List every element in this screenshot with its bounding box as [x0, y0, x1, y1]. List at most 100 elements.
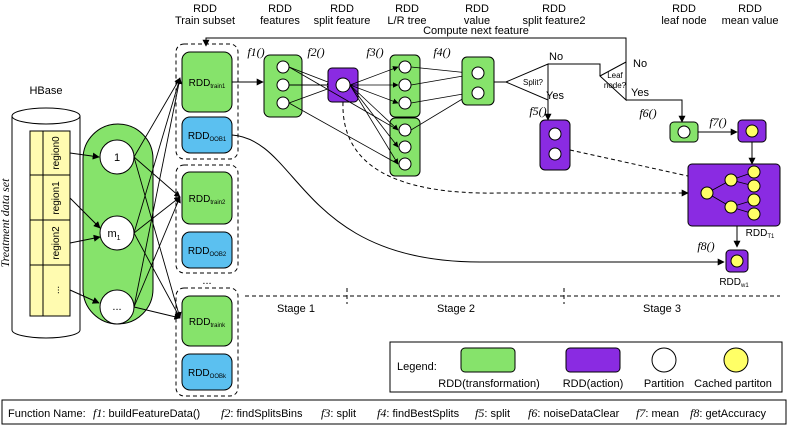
leaf-yes-label: Yes [631, 87, 649, 99]
rdd-train2-label: RDDtrain2 [189, 194, 226, 206]
fn-8-code: f8 [690, 406, 699, 420]
function-names-row: Function Name: f1: buildFeatureData() f2… [8, 406, 766, 420]
header-train-subset-l2: Train subset [175, 15, 235, 27]
f6-label: f6() [639, 106, 656, 120]
fn-2-name: : findSplitsBins [230, 408, 303, 420]
rdd-group-2 [175, 164, 239, 274]
header-train-subset-l1: RDD [193, 3, 217, 15]
rdd-traink-label: RDDtraink [189, 317, 226, 329]
rdd-subset-column: RDDtrain1 RDDOOB1 RDDtrain2 RDDOOB2 ... … [175, 43, 239, 397]
fn-4-code: f4 [377, 406, 386, 420]
rdd-oobk-sub: OOBk [210, 374, 227, 380]
legend-item-transformation: RDD(transformation) [438, 378, 539, 390]
hbase-store: HBase region0 region1 region2 ... Treatm… [0, 85, 81, 339]
partition-ellipsis-label: ... [112, 301, 121, 313]
legend-title: Legend: [397, 361, 437, 373]
leaf-no-label: No [633, 58, 647, 70]
fn-6-name: : noiseDataClear [537, 408, 619, 420]
header-features-l1: RDD [268, 3, 292, 15]
legend-swatch-transformation [460, 347, 516, 373]
hbase-region-1: region1 [51, 181, 62, 215]
rdd-accuracy-main: RDD [719, 277, 741, 288]
header-split-feature-l1: RDD [330, 3, 354, 15]
rdd-traink-main: RDD [189, 317, 211, 328]
rdd-mean-value [737, 119, 767, 143]
split-yes-label: Yes [546, 90, 564, 102]
leaf-yes-path [626, 99, 686, 123]
rdd-train2-sub: train2 [210, 200, 226, 206]
fn-5-name: : split [484, 408, 510, 420]
split-decision [504, 63, 549, 101]
function-names-label: Function Name: [8, 408, 86, 420]
fn-5-code: f5 [475, 406, 484, 420]
partition-m1-label: m1 [107, 228, 120, 242]
rdd-tree-sub: T1 [767, 234, 775, 240]
rdd-oob2-sub: OOB2 [209, 252, 226, 258]
leaf-decision [599, 61, 627, 102]
legend-item-cached: Cached partiton [694, 378, 772, 390]
rdd-train1-main: RDD [189, 78, 211, 89]
f8-label: f8() [697, 239, 714, 253]
rdd-accuracy-sub: w1 [740, 283, 749, 289]
stage-3-label: Stage 3 [643, 303, 681, 315]
rdd-features [263, 54, 303, 118]
rdd-split-feature2 [539, 119, 571, 171]
leaf-question-l2: node? [604, 81, 627, 90]
partition-to-rdd-arrows [133, 77, 182, 320]
hbase-region-0: region0 [51, 136, 62, 170]
fn-3-name: : split [330, 408, 356, 420]
rdd-train2-box [181, 171, 233, 225]
rdd-oob2-box [181, 231, 233, 269]
stage-1-label: Stage 1 [277, 303, 315, 315]
hbase-label: HBase [29, 85, 62, 97]
legend-swatch-action [565, 347, 621, 373]
fn-7-code: f7 [636, 406, 646, 420]
legend-item-partition: Partition [644, 378, 684, 390]
leaf-question-l1: Leaf [607, 71, 623, 80]
rdd-oobk-main: RDD [188, 368, 210, 379]
header-mean-value-l1: RDD [738, 3, 762, 15]
header-split-feature2-l1: RDD [542, 3, 566, 15]
rdd-accuracy-label: RDDw1 [719, 277, 749, 289]
f7-label: f7() [709, 115, 726, 129]
function-names-footer: Function Name: f1: buildFeatureData() f2… [1, 399, 787, 425]
hbase-side-label: Treatment data set [0, 178, 12, 268]
rdd-train2-main: RDD [189, 194, 211, 205]
f3-label: f3() [366, 45, 383, 59]
f4-label: f4() [433, 45, 450, 59]
fn-1-name: : buildFeatureData() [102, 408, 200, 420]
hbase-regions: region0 region1 region2 ... [29, 130, 71, 317]
legend-item-action: RDD(action) [563, 378, 624, 390]
rdd-oob2-label: RDDOOB2 [188, 246, 227, 258]
rdd-train1-sub: train1 [210, 84, 226, 90]
partition-1-label: 1 [114, 152, 120, 164]
split-question: Split? [523, 78, 544, 87]
rdd-ellipsis: ... [202, 275, 211, 287]
partition-m1-sub: 1 [117, 235, 121, 242]
header-value-l2: value [464, 15, 490, 27]
partition-m1-main: m [107, 228, 116, 240]
hbase-to-partition-arrows [69, 152, 101, 304]
header-leaf-node-l1: RDD [672, 3, 696, 15]
rdd-oobk-box [181, 353, 233, 391]
rdd-oob2-main: RDD [188, 246, 210, 257]
rdd-oob1-sub: OOB1 [209, 137, 226, 143]
rdd-train1-label: RDDtrain1 [189, 78, 226, 90]
rdd-accuracy [725, 249, 749, 273]
header-split-feature2-l2: split feature2 [523, 15, 586, 27]
f3-arrows [288, 66, 399, 165]
f2-label: f2() [307, 45, 324, 59]
rdd-leaf-node [669, 121, 699, 143]
rdd-tree [687, 163, 781, 227]
oob-to-accuracy-curve [231, 134, 725, 266]
f2-arrows [288, 66, 334, 104]
fn-6-code: f6 [528, 406, 537, 420]
header-mean-value-l2: mean value [722, 15, 779, 27]
header-leaf-node-l2: leaf node [661, 15, 706, 27]
fn-7-name: : mean [645, 408, 679, 420]
split2-to-tree-dashed [569, 149, 698, 181]
column-headers: RDD Train subset RDD features RDD split … [175, 3, 779, 27]
fn-1-code: f1 [93, 406, 102, 420]
header-lr-tree-l1: RDD [395, 3, 419, 15]
